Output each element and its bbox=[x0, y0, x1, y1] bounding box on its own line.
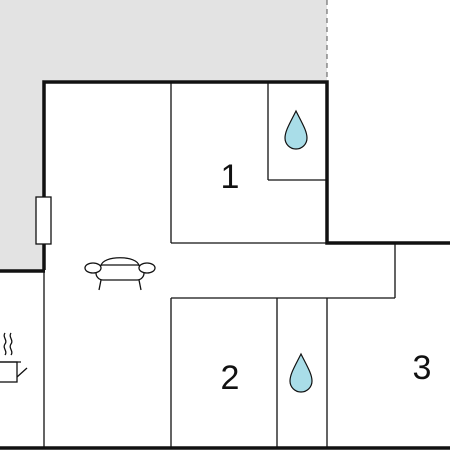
door-icon bbox=[35, 196, 52, 245]
cooking-pot-icon bbox=[0, 332, 28, 383]
room-label-1: 1 bbox=[221, 158, 240, 196]
water-drop-icon bbox=[284, 109, 308, 150]
interior-walls bbox=[43, 82, 396, 448]
exterior-wall-top bbox=[42, 80, 450, 270]
room-label-3: 3 bbox=[413, 349, 432, 387]
water-drop-icon bbox=[289, 352, 313, 393]
outdoor-terrace bbox=[0, 0, 327, 272]
sofa-icon bbox=[84, 257, 156, 291]
room-label-2: 2 bbox=[221, 359, 240, 397]
